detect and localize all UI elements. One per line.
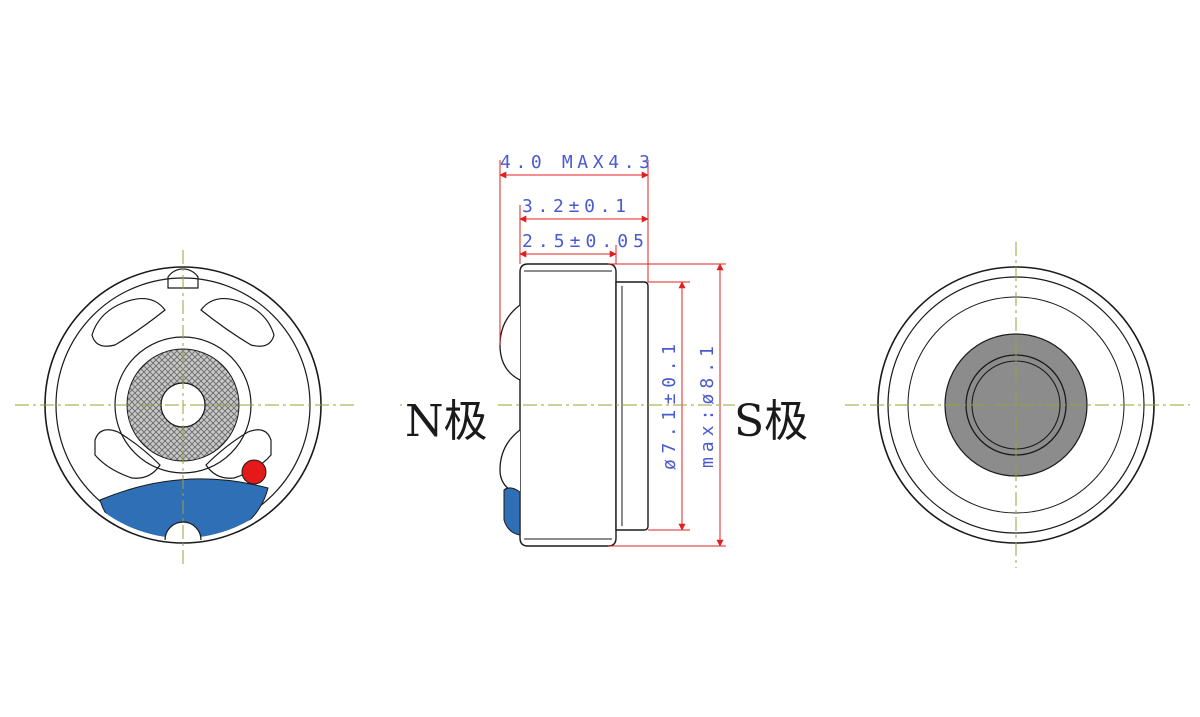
slot-top-right: [200, 298, 275, 347]
front-bump-bottom: [499, 429, 521, 496]
dimension-arrows: [499, 171, 724, 547]
slot-top-left: [91, 298, 166, 347]
dim-inner-length: 2.5±0.05: [522, 231, 644, 252]
dim-overall-length: 4.0 MAX4.3: [500, 152, 650, 173]
front-bump-top: [499, 304, 521, 381]
side-view: 4.0 MAX4.3 3.2±0.1 2.5±0.05 ø7.1±0.1 max…: [405, 152, 808, 547]
polarity-dot: [241, 459, 267, 485]
side-back-step: [615, 281, 649, 531]
centerlines: [15, 242, 1190, 568]
dim-body-length: 3.2±0.1: [522, 196, 626, 217]
top-notch: [167, 268, 199, 289]
dim-inner-diameter: ø7.1±0.1: [659, 344, 680, 470]
dim-outer-diameter: max:ø8.1: [697, 346, 718, 468]
front-view: [44, 266, 322, 544]
sound-slots: [91, 268, 275, 479]
slot-bottom-left: [94, 429, 161, 479]
south-pole-label: S极: [734, 396, 808, 447]
north-pole-label: N极: [405, 396, 488, 447]
side-terminal: [503, 487, 521, 536]
